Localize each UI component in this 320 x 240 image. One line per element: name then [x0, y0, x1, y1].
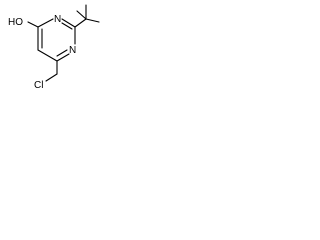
bond-tbu-methyl-left [76, 10, 87, 20]
ring-nitrogen-top-label: N [54, 14, 61, 25]
bond-n1-c6-double [56, 49, 68, 57]
bond-ch2-cl [45, 73, 58, 82]
bond-lines [27, 4, 100, 82]
bond-n3-c2 [61, 18, 76, 28]
bond-c4-n3 [37, 18, 54, 28]
bond-n1-c6 [56, 53, 70, 62]
structure-diagram: HO N N Cl [0, 0, 105, 95]
bond-c6-c5 [37, 49, 58, 62]
bond-c2-cq [74, 18, 87, 28]
bond-c4-oh [27, 21, 39, 28]
bond-tbu-methyl-right [85, 18, 100, 23]
molecule-drawing: HO N N Cl [8, 4, 100, 91]
chlorine-label: Cl [34, 80, 43, 91]
bond-n3-c2-double [61, 22, 73, 30]
ring-nitrogen-bottom-label: N [69, 45, 76, 56]
hydroxyl-label: HO [8, 17, 23, 28]
